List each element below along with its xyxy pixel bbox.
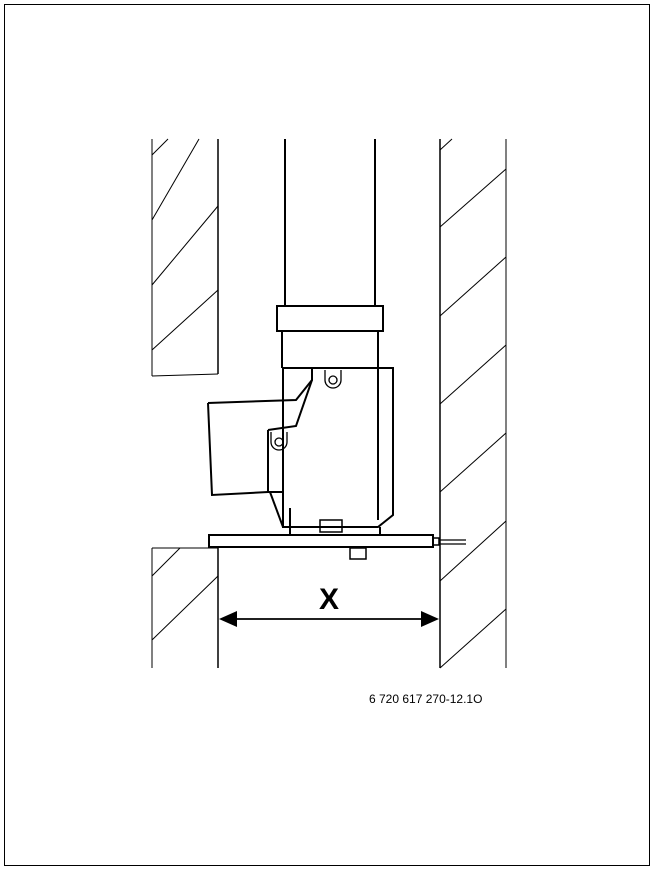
dimension-label: X (319, 583, 339, 616)
mounting-plate (208, 534, 466, 560)
left-upper-wall (151, 138, 219, 377)
page-frame (4, 4, 650, 866)
flue-pipe (276, 139, 384, 368)
left-lower-wall (151, 547, 219, 668)
screw-hole-lower (270, 432, 288, 451)
right-wall (439, 138, 507, 669)
screw-hole-upper (324, 370, 342, 389)
appliance-unit (207, 367, 394, 536)
dimension-arrow (219, 611, 439, 627)
figure-code: 6 720 617 270-12.1O (369, 692, 482, 706)
